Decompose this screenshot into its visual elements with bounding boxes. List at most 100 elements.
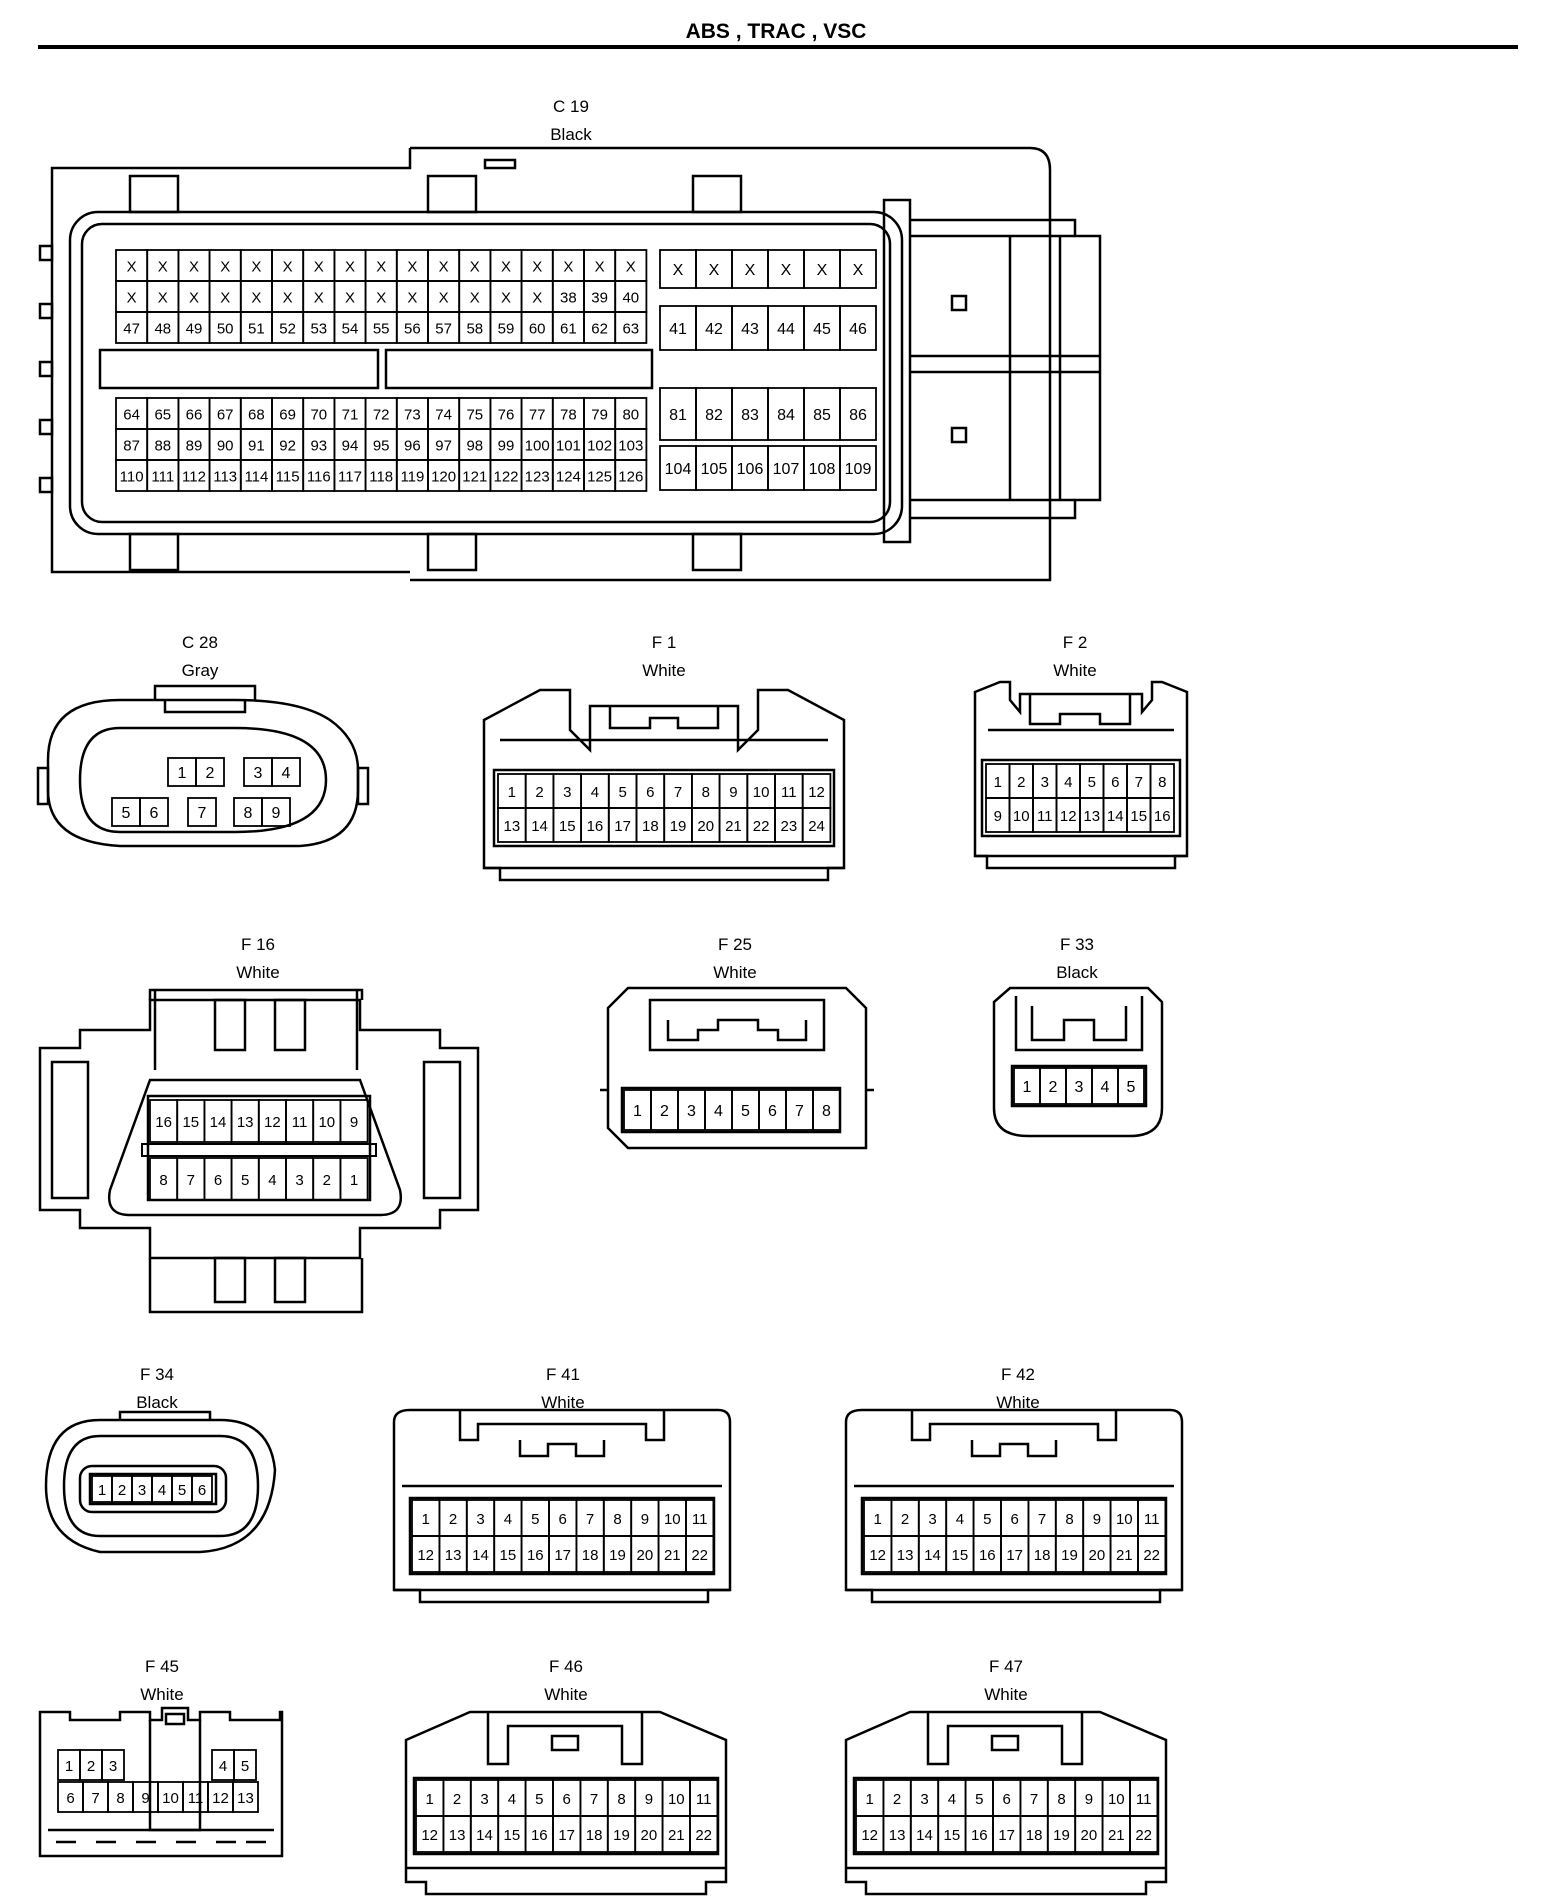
pin-label-f41: 1 [422,1511,430,1528]
pin-label-c19: X [532,290,542,307]
pin-label-f47: 9 [1085,1791,1093,1808]
pin-label-c19: X [439,290,449,307]
pin-label-f1: 22 [753,818,770,835]
pin-label-c19: X [127,290,137,307]
pin-label-f25: 3 [687,1103,696,1120]
pin-label-f1: 16 [587,818,604,835]
pin-label-f42: 21 [1116,1547,1133,1564]
pin-label-c19: 101 [556,438,581,455]
connector-id-f34: F 34 [140,1365,174,1384]
pin-label-f42: 5 [983,1511,991,1528]
pin-label-f42: 12 [869,1547,886,1564]
pin-label-c19: 91 [248,438,265,455]
pin-label-c19: 54 [342,321,359,338]
pin-cavity-c28 [139,797,169,827]
pin-label-f16: 9 [350,1114,358,1131]
pin-label-f2: 8 [1158,774,1166,791]
connector-f1-body [482,688,846,882]
pin-label-c19: 119 [400,469,424,486]
pin-label-c19: 95 [373,438,390,455]
connector-f16-body [38,988,480,1314]
pin-label-c19: 113 [213,469,237,486]
pin-label-c19: X [781,262,792,279]
pin-label-f16: 12 [264,1114,281,1131]
pin-cavity-f2 [1149,797,1175,833]
connector-id-f46: F 46 [549,1657,583,1676]
pin-label-c19: 123 [525,469,550,486]
pin-label-c19: 125 [587,469,612,486]
pin-label-f25: 2 [660,1103,669,1120]
pin-label-f41: 10 [664,1511,681,1528]
connector-id-f2: F 2 [1063,633,1088,652]
pin-label-c19: 73 [404,407,421,424]
pin-label-c19: 62 [591,321,608,338]
pin-label-f1: 10 [753,784,770,801]
pin-label-f16: 3 [295,1172,303,1189]
connector-id-f42: F 42 [1001,1365,1035,1384]
pin-label-c19: 58 [466,321,483,338]
f16-latch-bar [141,1143,377,1157]
pin-label-f2: 12 [1060,808,1077,825]
pin-label-f42: 7 [1038,1511,1046,1528]
pin-label-f46: 10 [668,1791,685,1808]
pin-label-c19: 65 [154,407,171,424]
connector-color-f47: White [984,1685,1027,1704]
pin-label-c19: 117 [338,469,362,486]
pin-label-f1: 8 [702,784,710,801]
pin-label-c19: 70 [310,407,327,424]
pin-label-c19: X [501,290,511,307]
pin-label-f46: 20 [641,1827,658,1844]
pin-label-f1: 3 [563,784,571,801]
pin-label-f46: 22 [695,1827,712,1844]
pin-label-f42: 15 [952,1547,969,1564]
pin-label-c19: 74 [435,407,452,424]
pin-label-f41: 5 [531,1511,539,1528]
pin-label-c19: X [127,259,137,276]
pin-label-c19: 39 [591,290,608,307]
pin-label-c19: X [220,290,230,307]
pin-label-c19: 79 [591,407,608,424]
pin-label-f41: 6 [559,1511,567,1528]
pin-label-c19: 43 [741,321,759,338]
pin-label-f25: 4 [714,1103,723,1120]
pin-label-c19: 38 [560,290,577,307]
pin-label-f41: 4 [504,1511,512,1528]
connector-color-f46: White [544,1685,587,1704]
pin-label-f1: 14 [531,818,548,835]
pin-label-f25: 8 [822,1103,831,1120]
pin-label-f45: 7 [91,1790,99,1807]
connector-f41-body [392,1408,732,1604]
pin-cavity-c19 [839,249,877,289]
pin-label-c19: 68 [248,407,265,424]
pin-cavity-f16 [339,1099,369,1143]
connector-f46-body [404,1710,728,1896]
pin-label-c19: X [626,259,636,276]
pin-cavity-f47 [1129,1815,1159,1853]
pin-label-f45: 1 [65,1758,73,1775]
pin-label-c19: 56 [404,321,421,338]
pin-label-f1: 18 [642,818,659,835]
pin-label-f46: 8 [617,1791,625,1808]
pin-label-f42: 8 [1065,1511,1073,1528]
pin-cavity-c28 [271,757,301,787]
pin-label-f34: 1 [98,1482,106,1499]
pin-label-f2: 2 [1017,774,1025,791]
pin-label-f47: 15 [944,1827,961,1844]
pin-label-c19: X [376,259,386,276]
pin-label-c19: 64 [123,407,140,424]
pin-label-c19: 98 [466,438,483,455]
connector-color-f42: White [996,1393,1039,1412]
connector-bodies [36,146,1189,1896]
pin-label-c28: 9 [272,805,281,822]
connector-id-c19: C 19 [553,97,589,116]
pin-label-c19: 48 [154,321,171,338]
pin-label-f2: 6 [1111,774,1119,791]
pin-label-f16: 13 [237,1114,254,1131]
pin-label-f33: 5 [1127,1079,1136,1096]
pin-label-f1: 2 [535,784,543,801]
pin-label-c19: X [470,259,480,276]
pin-label-f41: 3 [476,1511,484,1528]
pin-label-c19: X [501,259,511,276]
pin-label-c19: 114 [244,469,268,486]
pin-label-c19: X [853,262,864,279]
